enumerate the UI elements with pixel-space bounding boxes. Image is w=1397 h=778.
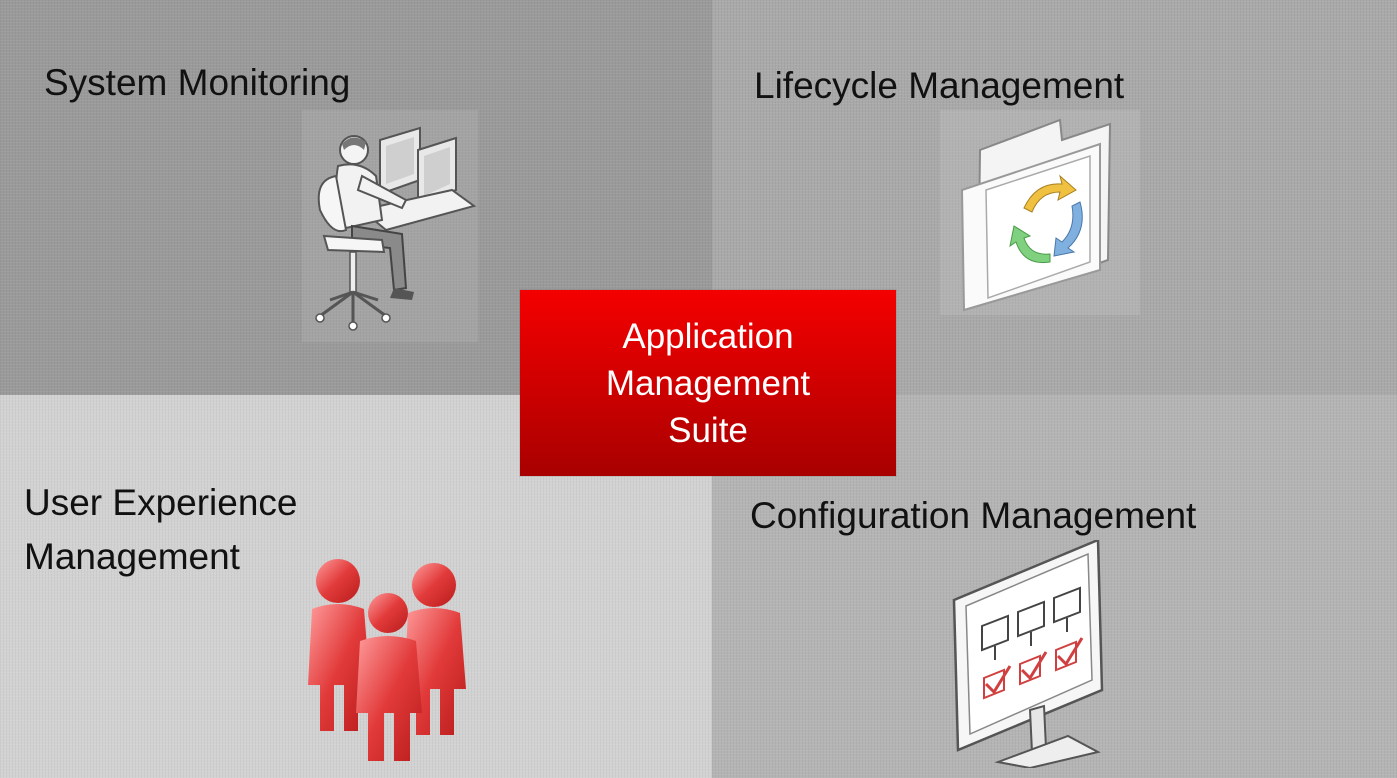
- desk-worker-icon: [302, 110, 478, 342]
- center-title-line1: Application: [622, 316, 794, 356]
- lifecycle-folder-icon: [940, 110, 1140, 315]
- user-experience-label-line2: Management: [24, 536, 240, 577]
- config-monitor-icon: [952, 540, 1104, 768]
- center-title-line2: Management: [605, 363, 811, 403]
- application-management-suite-box: Application Management Suite: [520, 290, 896, 476]
- lifecycle-management-label: Lifecycle Management: [754, 65, 1125, 106]
- system-monitoring-label: System Monitoring: [44, 62, 351, 103]
- users-group-icon: [308, 559, 466, 761]
- configuration-management-label: Configuration Management: [750, 495, 1197, 536]
- user-experience-label-line1: User Experience: [24, 482, 298, 523]
- center-title-line3: Suite: [668, 410, 748, 450]
